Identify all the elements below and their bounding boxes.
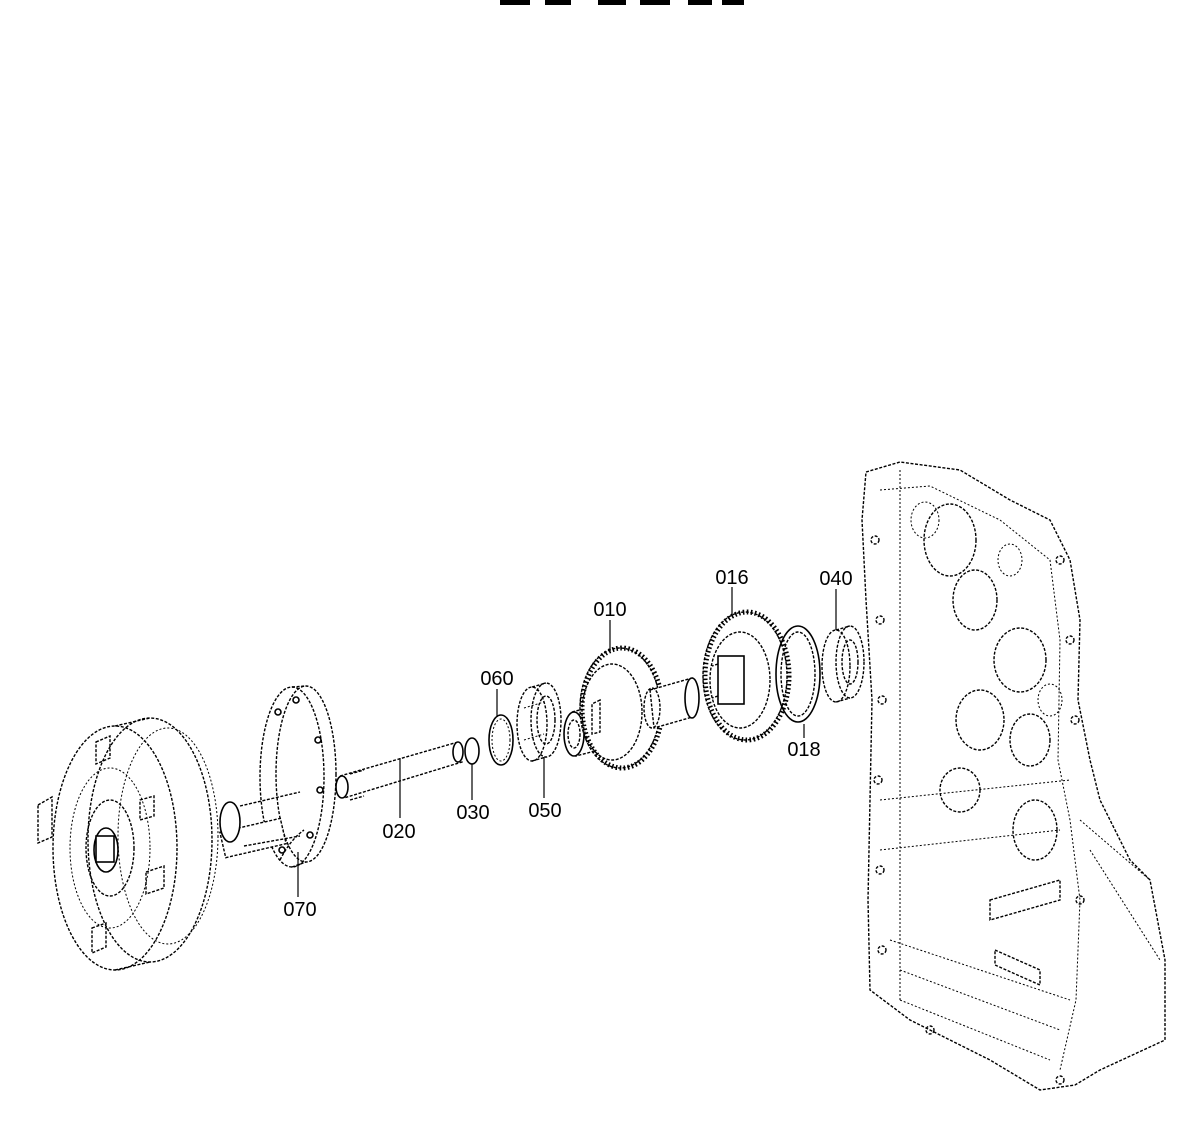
- part-label-050: 050: [528, 800, 561, 822]
- part-030-ring-drawing: [464, 737, 480, 765]
- part-label-070: 070: [283, 899, 316, 921]
- part-label-010: 010: [593, 599, 626, 621]
- part-050-bearing-drawing: [516, 682, 562, 762]
- leader-lines: [297, 587, 837, 897]
- transmission-housing-drawing: [861, 461, 1166, 1091]
- part-040-bearing-drawing: [821, 625, 865, 703]
- part-labels: 010 016 018 020 030 040 050 060 070: [283, 567, 852, 921]
- converter-housing-drawing: [37, 717, 219, 971]
- part-label-016: 016: [715, 567, 748, 589]
- part-label-018: 018: [787, 739, 820, 761]
- part-020-shaft-drawing: [335, 741, 464, 801]
- part-018-shim-ring-drawing: [775, 625, 821, 723]
- part-070-flange-drawing: [219, 685, 337, 868]
- part-016-gear-drawing: [702, 609, 792, 743]
- part-label-060: 060: [480, 668, 513, 690]
- part-label-040: 040: [819, 568, 852, 590]
- part-060-snap-ring-drawing: [488, 714, 514, 766]
- part-label-020: 020: [382, 821, 415, 843]
- part-label-030: 030: [456, 802, 489, 824]
- part-010-gear-drawing: [563, 645, 700, 771]
- cropped-header-title: [500, 0, 744, 5]
